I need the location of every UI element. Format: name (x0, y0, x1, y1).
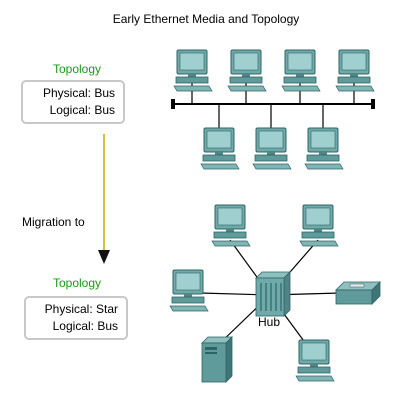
upper-topology-box: Physical: Bus Logical: Bus (21, 80, 125, 124)
server-icon (201, 336, 233, 383)
workstation-icon (173, 49, 213, 92)
lower-logical-text: Logical: Bus (52, 319, 118, 333)
workstation-icon (227, 49, 267, 92)
workstation-icon (200, 127, 240, 170)
workstation-icon (295, 339, 335, 382)
workstation-icon (299, 204, 339, 247)
migration-label: Migration to (22, 215, 85, 229)
bus-terminator-right (371, 99, 375, 109)
diagram-title: Early Ethernet Media and Topology (112, 12, 300, 26)
hub-label: Hub (258, 315, 281, 329)
lower-topology-label: Topology (52, 276, 102, 290)
migration-arrow-head (98, 250, 110, 264)
upper-logical-text: Logical: Bus (49, 103, 115, 117)
workstation-icon (169, 269, 209, 312)
workstation-icon (304, 127, 344, 170)
workstation-icon (252, 127, 292, 170)
workstation-icon (281, 49, 321, 92)
bus-topology (171, 49, 375, 170)
upper-topology-label: Topology (52, 62, 102, 76)
bus-terminator-left (171, 99, 175, 109)
upper-physical-text: Physical: Bus (42, 86, 115, 100)
workstation-icon (335, 49, 375, 92)
workstation-icon (211, 204, 251, 247)
lower-topology-box: Physical: Star Logical: Bus (24, 296, 128, 340)
star-topology (169, 204, 381, 383)
printer-icon (335, 281, 381, 305)
hub-icon (255, 271, 291, 317)
lower-physical-text: Physical: Star (44, 302, 118, 316)
